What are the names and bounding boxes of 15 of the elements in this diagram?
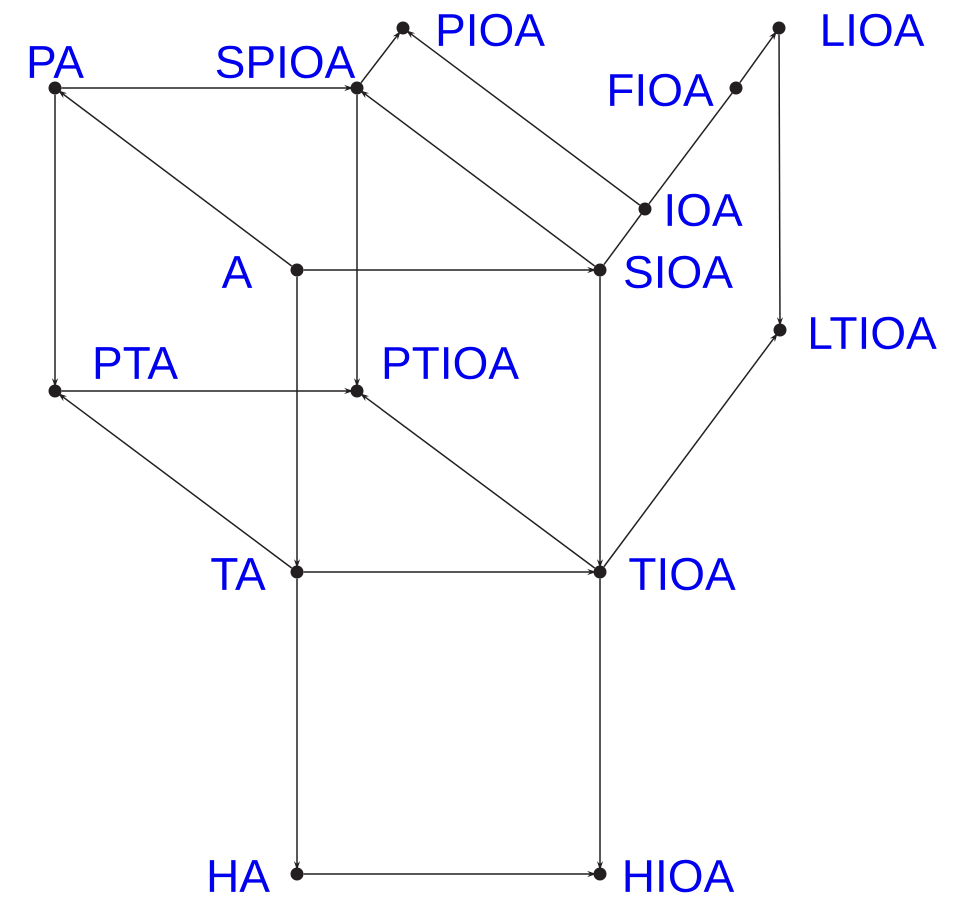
node-label: A [222, 256, 252, 288]
node-label: PA [30, 46, 84, 78]
node-label: TA [211, 558, 266, 590]
node-label: HA [210, 860, 270, 892]
node-label: PIOA [438, 14, 545, 46]
node-label: TIOA [629, 558, 736, 590]
node-label: PTIOA [384, 346, 519, 380]
node-label: LIOA [823, 14, 924, 46]
node-label: HIOA [626, 860, 734, 892]
node-label: FIOA [610, 74, 714, 106]
node-label: IOA [668, 194, 743, 226]
node-label: SPIOA [216, 46, 356, 78]
node-label: LTIOA [811, 316, 937, 350]
node-label: SIOA [625, 256, 733, 288]
node-label: PTA [96, 347, 178, 379]
